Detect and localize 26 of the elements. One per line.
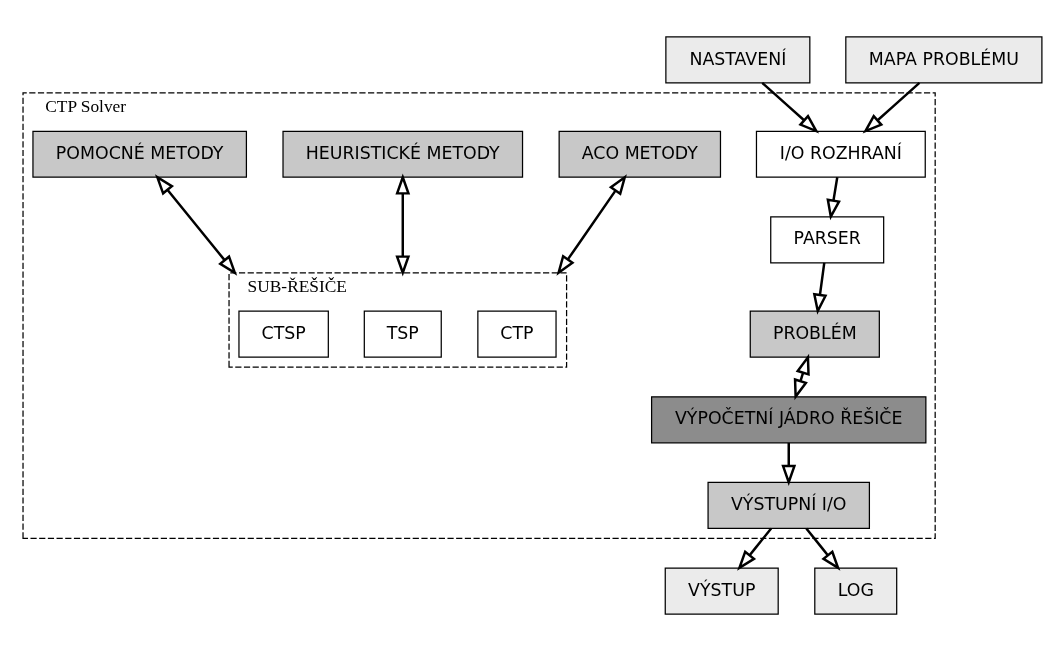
arrow: [793, 353, 810, 400]
node-box: PARSER: [770, 215, 885, 263]
node-box: LOG: [814, 567, 898, 615]
node-box: CTP: [477, 310, 557, 358]
node-box: HEURISTICKÉ METODY: [282, 130, 524, 178]
node-box: MAPA PROBLÉMU: [845, 35, 1043, 83]
node-box: I/O ROZHRANÍ: [755, 130, 926, 178]
arrow: [556, 173, 627, 276]
node-box: VÝSTUPNÍ I/O: [707, 481, 870, 529]
node-box: VÝSTUP: [664, 567, 779, 615]
arrow: [781, 442, 797, 486]
arrow: [862, 81, 921, 134]
arrow: [812, 262, 828, 315]
node-box: CTSP: [238, 310, 329, 358]
node-box: TSP: [363, 310, 442, 358]
node-box: ACO METODY: [558, 130, 722, 178]
arrow: [826, 176, 841, 220]
arrow: [805, 527, 841, 571]
node-box: VÝPOČETNÍ JÁDRO ŘEŠIČE: [651, 395, 927, 443]
node-box: PROBLÉM: [749, 310, 880, 358]
node-box: NASTAVENÍ: [665, 35, 811, 83]
arrow: [737, 527, 773, 571]
arrow: [154, 173, 238, 276]
arrow: [761, 81, 820, 134]
node-box: POMOCNÉ METODY: [32, 130, 248, 178]
arrow: [395, 173, 411, 276]
